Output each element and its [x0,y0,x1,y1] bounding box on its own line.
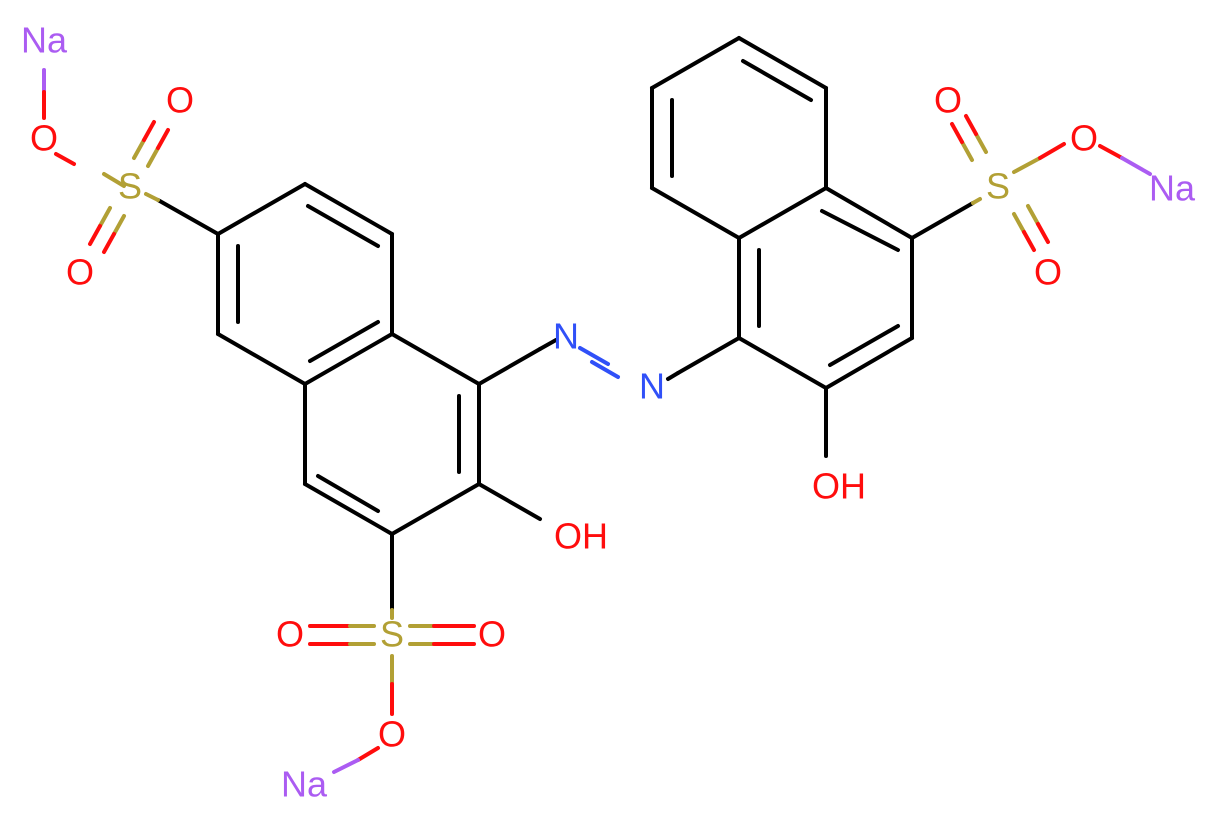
oxygen-atom-label: O [478,614,506,655]
bond [303,182,394,236]
bond [676,336,741,375]
bond [1098,144,1124,160]
bond [974,132,988,154]
hydroxyl-group-label: OH [554,516,608,557]
oxygen-atom-label: O [166,80,194,121]
bond [98,206,112,228]
bond [741,59,813,102]
oxygen-atom-label: O [66,252,94,293]
sodium-atom-label: Na [281,764,328,805]
sulfur-atom-label: S [118,166,142,207]
bond [650,186,741,240]
bonds [156,36,975,612]
bond [306,204,380,248]
bond [824,336,914,390]
bond [590,360,620,379]
bond [477,347,542,386]
bond [1120,156,1152,176]
oxygen-atom-label: O [934,80,962,121]
bond [1012,212,1026,234]
oxygen-atom-label: O [276,614,304,655]
bond [308,320,380,363]
bond [332,758,360,774]
bond [737,336,828,390]
bond [737,186,828,240]
bond [303,332,394,386]
hydroxyl-group-label: OH [812,466,866,507]
bond [964,114,978,136]
bond [910,201,975,240]
bond [824,186,914,240]
bond [828,324,900,367]
bond [216,332,307,386]
bond [112,214,126,236]
bond [156,198,220,236]
bond [303,482,394,536]
sodium-atom-label: Na [1149,168,1196,209]
bond [960,140,974,162]
bond [156,128,170,150]
bond [538,338,558,351]
nitrogen-atom-label: N [639,366,665,407]
bond [88,224,102,246]
bond [390,332,481,386]
oxygen-atom-label: O [1070,118,1098,159]
sulfur-atom-label: S [986,166,1010,207]
bond [737,36,828,90]
bond [950,122,964,144]
sodium-atom-label: Na [21,20,68,61]
bond [578,346,610,366]
oxygen-atom-label: O [30,118,58,159]
bond [356,746,380,762]
bond [146,146,160,168]
bond [316,474,380,513]
bond [1038,142,1066,160]
bond [54,152,76,166]
bond [132,138,146,160]
bond [1012,156,1042,174]
nitrogen-atom-label: N [553,316,579,357]
bond [142,120,156,142]
bond [666,371,680,381]
bond [216,182,307,236]
sulfur-atom-label: S [380,614,404,655]
bond [1026,204,1040,226]
atom-labels: Na O S O O N N OH S O O O Na OH S O O O … [21,20,1196,805]
bond [477,482,542,521]
oxygen-atom-label: O [1034,252,1062,293]
bond [820,209,900,252]
bond [1036,222,1050,244]
bond [971,197,982,205]
bond [102,172,126,188]
bond [1022,230,1036,252]
bond [102,232,116,254]
bond [144,192,160,202]
heteroatom-bonds [42,68,1152,774]
bond [650,36,741,90]
bond [390,482,481,536]
oxygen-atom-label: O [378,714,406,755]
